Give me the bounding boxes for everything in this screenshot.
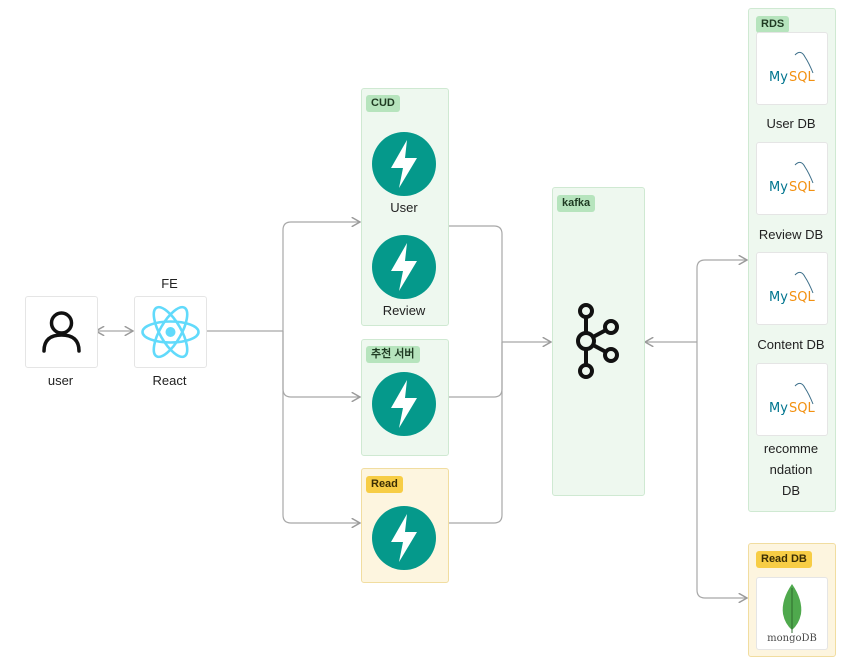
react-label: React — [152, 373, 187, 388]
mysql-icon: My SQL — [769, 271, 815, 305]
wire-to-cud — [282, 222, 360, 331]
fe-label: FE — [161, 276, 178, 291]
mongodb-icon: mongoDB — [767, 584, 817, 644]
mongodb-card[interactable]: mongoDB — [756, 577, 828, 650]
mysql-card-review-db[interactable]: My SQL — [756, 142, 828, 215]
recommendation-db-label-line2: ndation — [769, 462, 813, 477]
user-service-label: User — [390, 200, 418, 215]
svg-text:My: My — [769, 180, 788, 195]
cud-tag: CUD — [366, 95, 400, 112]
recommendation-db-label-line3: DB — [781, 483, 801, 498]
svg-text:My: My — [769, 401, 788, 416]
mysql-card-user-db[interactable]: My SQL — [756, 32, 828, 105]
kafka-tag: kafka — [557, 195, 596, 212]
wire-to-read — [282, 331, 360, 523]
content-db-label: Content DB — [757, 337, 825, 352]
read-db-tag: Read DB — [756, 551, 812, 568]
wire-to-rds — [696, 260, 747, 342]
fastapi-icon[interactable] — [372, 235, 436, 299]
user-label: user — [47, 373, 74, 388]
review-service-label: Review — [382, 303, 426, 318]
kafka-group — [552, 187, 645, 496]
mysql-icon: My SQL — [769, 51, 815, 85]
read-tag: Read — [366, 476, 403, 493]
wire-cud-kafka — [447, 225, 503, 342]
mysql-logo-text: SQL — [789, 70, 815, 85]
rds-tag: RDS — [756, 16, 790, 33]
recommend-tag: 추천 서버 — [366, 346, 420, 363]
mongodb-logo-text: mongoDB — [767, 633, 817, 644]
wire-to-read-db — [696, 342, 747, 598]
fastapi-icon[interactable] — [372, 132, 436, 196]
wire-recommend-kafka — [447, 342, 503, 398]
user-db-label: User DB — [766, 116, 816, 131]
mysql-card-content-db[interactable]: My SQL — [756, 252, 828, 325]
review-db-label: Review DB — [758, 227, 824, 242]
user-node[interactable] — [25, 296, 98, 368]
kafka-icon[interactable] — [567, 301, 627, 381]
svg-text:My: My — [769, 70, 788, 85]
recommendation-db-label-line1: recomme — [763, 441, 819, 456]
mysql-icon: My SQL — [769, 161, 815, 195]
react-node[interactable] — [134, 296, 207, 368]
mysql-card-recommendation-db[interactable]: My SQL — [756, 363, 828, 436]
person-icon — [42, 311, 81, 353]
wire-to-recommend — [282, 331, 360, 397]
mysql-icon: My SQL — [769, 382, 815, 416]
fastapi-icon[interactable] — [372, 372, 436, 436]
svg-text:My: My — [769, 290, 788, 305]
react-icon — [141, 305, 200, 359]
wire-read-kafka — [447, 342, 503, 524]
mysql-logo-text: SQL — [789, 290, 815, 305]
mysql-logo-text: SQL — [789, 180, 815, 195]
fastapi-icon[interactable] — [372, 506, 436, 570]
mysql-logo-text: SQL — [789, 401, 815, 416]
